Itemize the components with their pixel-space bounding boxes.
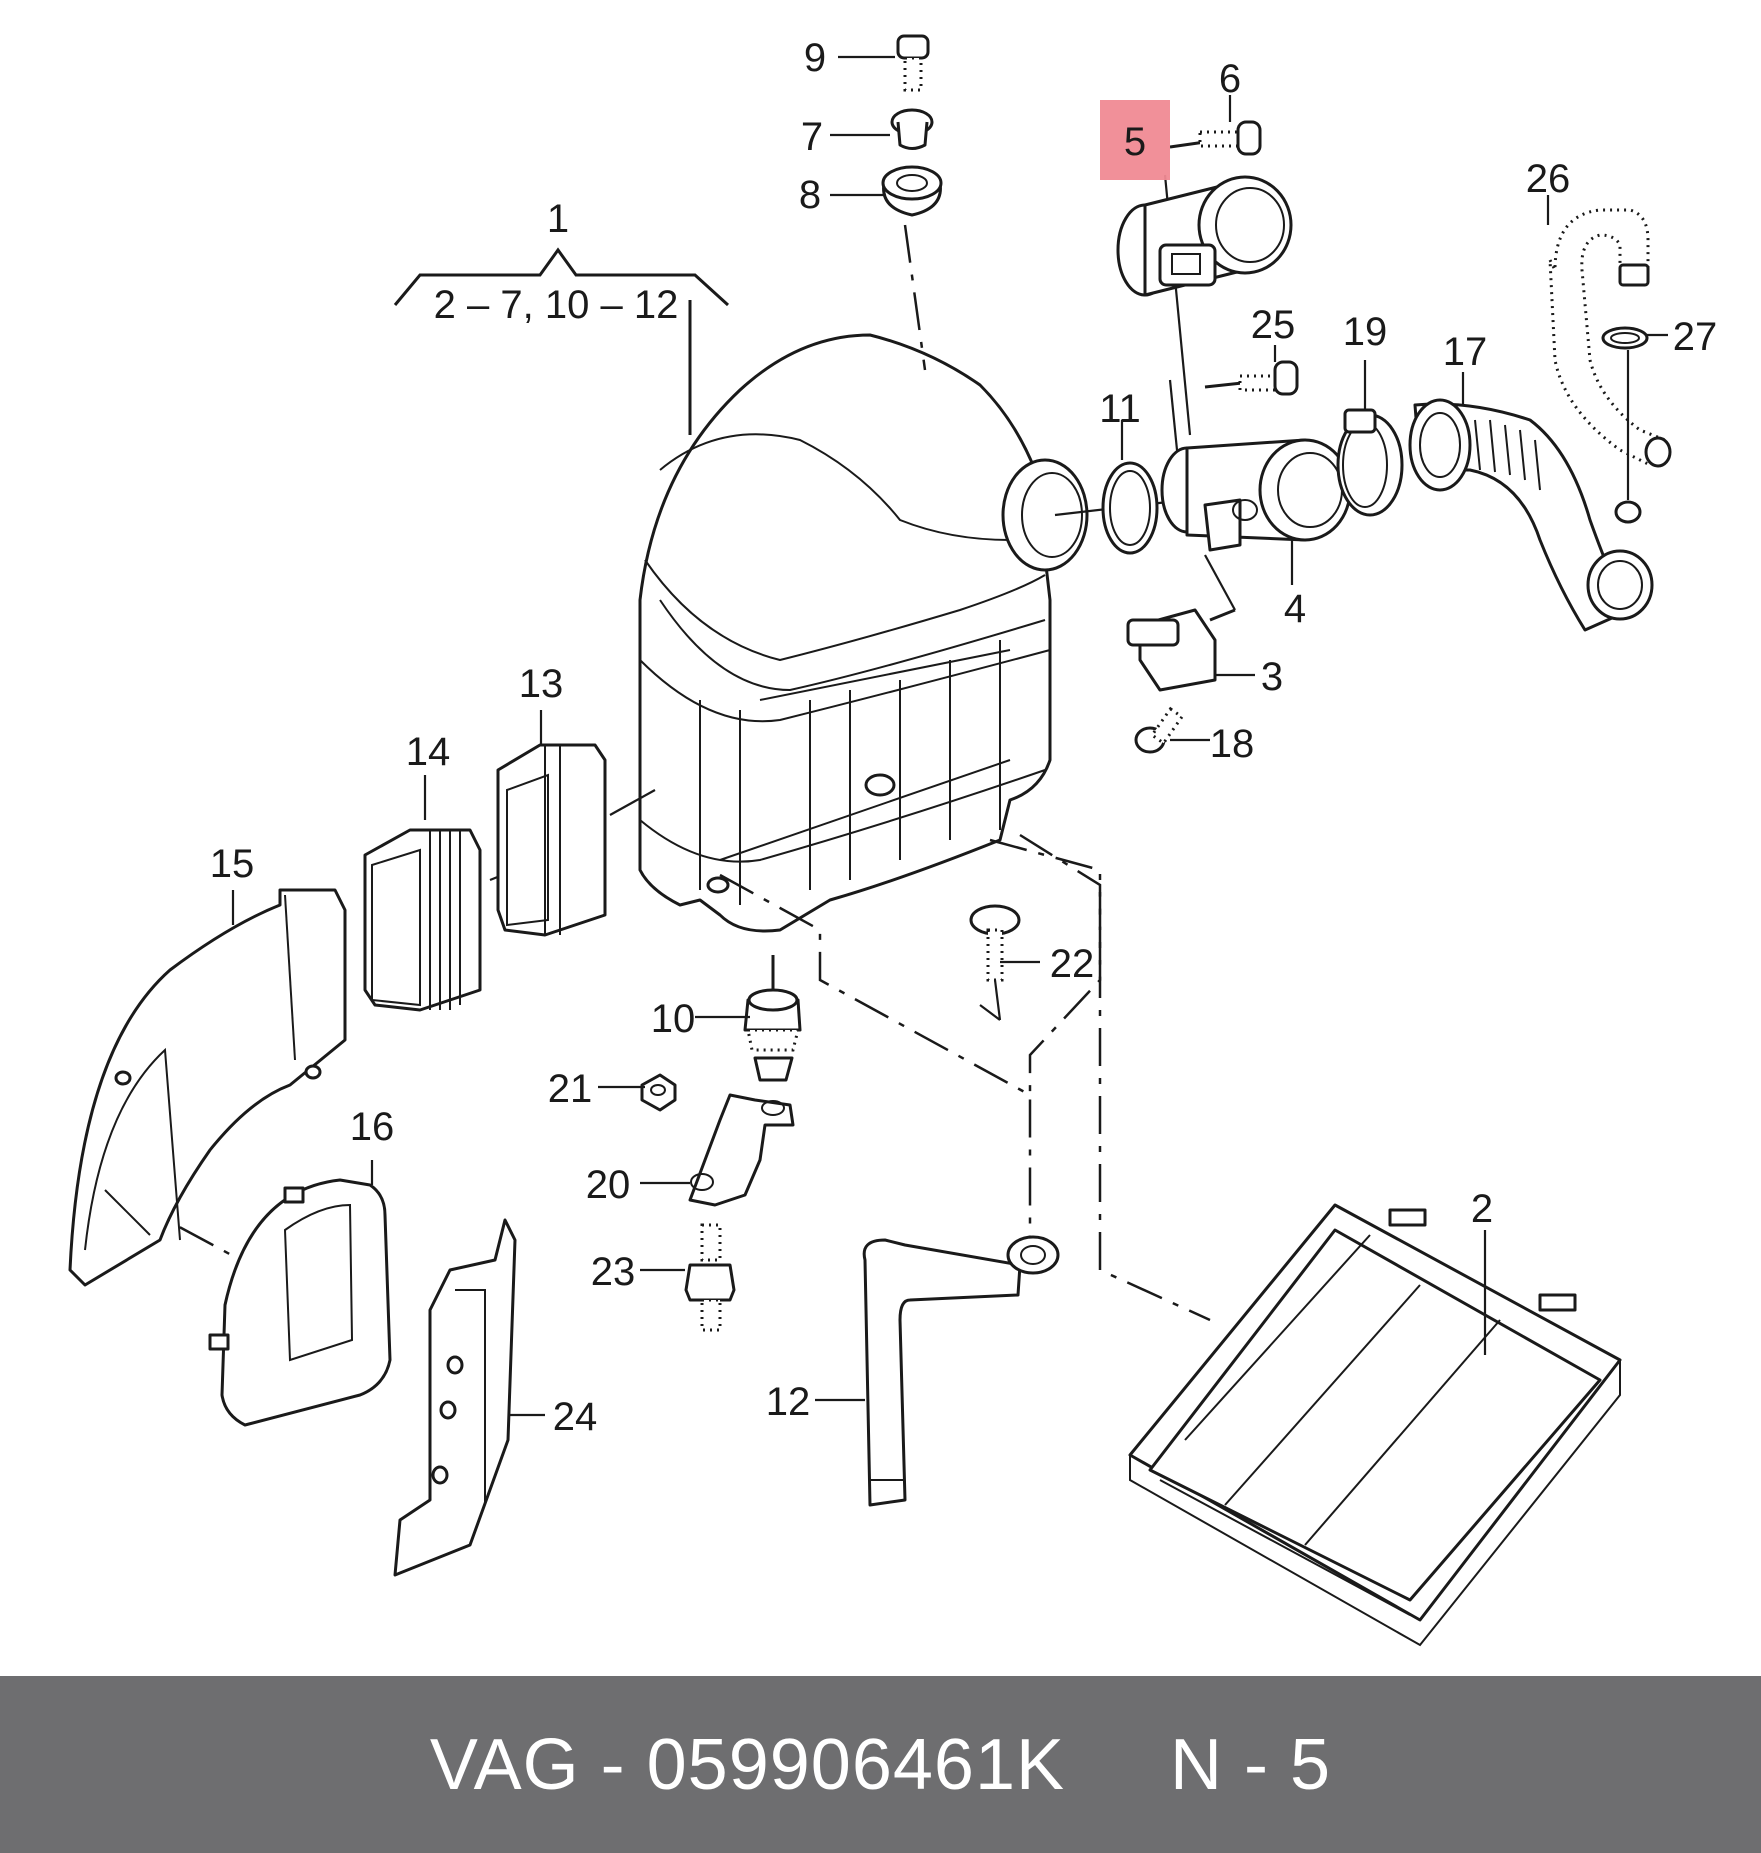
label-part-17: 17 xyxy=(1443,330,1488,374)
label-part-8: 8 xyxy=(799,173,821,217)
bellows-14 xyxy=(363,828,482,1012)
label-part-12: 12 xyxy=(766,1380,811,1424)
label-part-9: 9 xyxy=(804,36,826,80)
label-part-19: 19 xyxy=(1343,310,1388,354)
label-part-13: 13 xyxy=(519,662,564,706)
breather-hose-26 xyxy=(1548,208,1672,468)
bolt-9 xyxy=(896,34,930,92)
seal-ring-11 xyxy=(1101,461,1159,555)
label-part-26: 26 xyxy=(1526,157,1571,201)
label-part-11: 11 xyxy=(1099,387,1141,431)
label-part-7: 7 xyxy=(801,115,823,159)
bracket-20 xyxy=(688,1093,795,1207)
label-part-16: 16 xyxy=(350,1105,395,1149)
hose-clamp-19 xyxy=(1336,408,1404,517)
clamp-27 xyxy=(1601,326,1649,524)
labels: 1 2 – 7, 10 – 12 9 7 8 5 6 26 25 19 17 2… xyxy=(210,36,1718,1439)
label-part-25: 25 xyxy=(1251,303,1296,347)
label-part-15: 15 xyxy=(210,842,255,886)
highlight-box xyxy=(1100,100,1170,180)
exploded-view-drawing: 1 2 – 7, 10 – 12 9 7 8 5 6 26 25 19 17 2… xyxy=(68,34,1718,1647)
intake-duct-15 xyxy=(68,888,347,1287)
label-part-22: 22 xyxy=(1050,942,1095,986)
parts-diagram: 1 2 – 7, 10 – 12 9 7 8 5 6 26 25 19 17 2… xyxy=(68,34,1718,1647)
label-part-6: 6 xyxy=(1219,57,1241,101)
nut-21 xyxy=(640,1073,677,1112)
air-mass-meter-4 xyxy=(1160,438,1352,552)
grommet-8 xyxy=(881,165,943,217)
panel-24 xyxy=(393,1218,517,1577)
label-leaders xyxy=(231,55,1668,1417)
label-part-20: 20 xyxy=(586,1163,631,1207)
screw-18 xyxy=(1134,706,1185,754)
duct-insert-16 xyxy=(208,1178,392,1427)
label-part-24: 24 xyxy=(553,1395,598,1439)
bolt-22 xyxy=(969,904,1021,1021)
stud-bolt-23 xyxy=(684,1223,736,1332)
label-part-23: 23 xyxy=(591,1250,636,1294)
intake-hose-17 xyxy=(1408,398,1654,632)
screw-25 xyxy=(1204,360,1299,396)
air-filter-housing xyxy=(638,333,1089,933)
filter-element-2 xyxy=(1128,1203,1622,1647)
label-part-10: 10 xyxy=(651,997,696,1041)
sleeve-7 xyxy=(890,108,934,150)
part-number-text: VAG - 059906461K N - 5 xyxy=(429,1724,1332,1805)
label-part-2: 2 xyxy=(1471,1187,1493,1231)
air-mass-meter-5 xyxy=(1116,175,1293,297)
label-part-4: 4 xyxy=(1284,587,1306,631)
label-part-27: 27 xyxy=(1673,315,1718,359)
label-part-3: 3 xyxy=(1261,655,1283,699)
rubber-mount-10 xyxy=(743,955,802,1082)
group-label-range: 2 – 7, 10 – 12 xyxy=(434,283,679,327)
group-label-main: 1 xyxy=(547,197,569,241)
connector-3 xyxy=(1126,608,1236,692)
label-part-5: 5 xyxy=(1124,120,1146,164)
screw-6 xyxy=(1169,120,1262,156)
label-part-21: 21 xyxy=(548,1067,593,1111)
label-part-14: 14 xyxy=(406,730,451,774)
gasket-13 xyxy=(496,743,607,937)
group-bracket xyxy=(393,247,730,435)
part-number-banner: VAG - 059906461K N - 5 xyxy=(0,1676,1761,1853)
drain-hose-12 xyxy=(862,1235,1060,1507)
label-part-18: 18 xyxy=(1210,722,1255,766)
